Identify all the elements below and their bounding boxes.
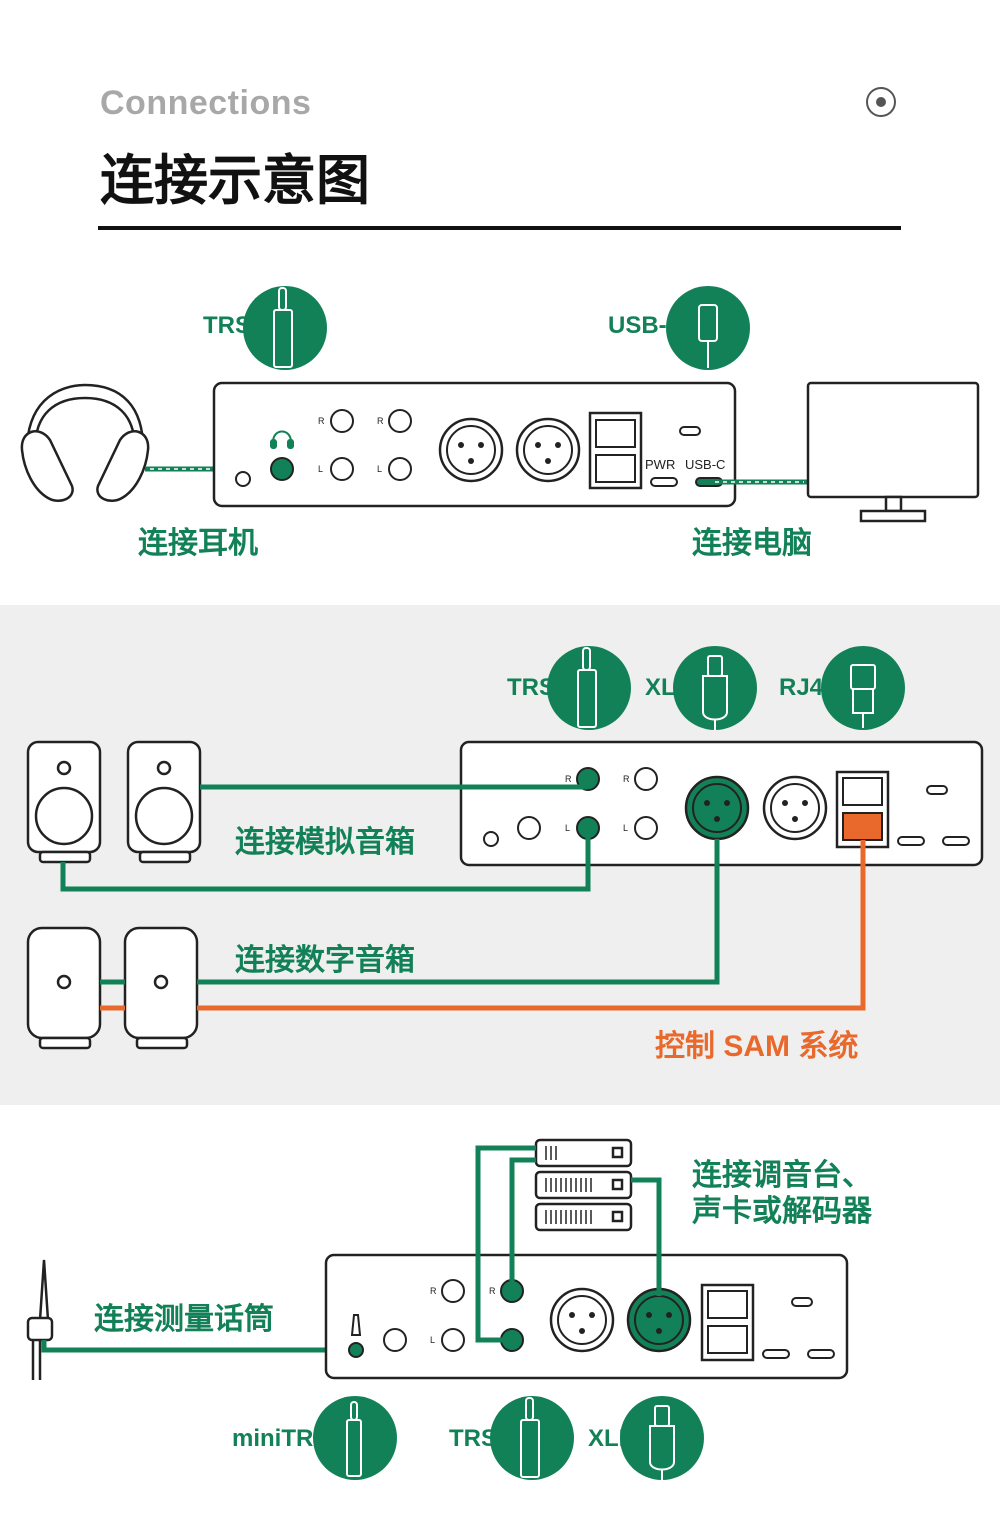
usbc-plug-icon <box>698 304 718 368</box>
analog-cable-l <box>60 828 591 892</box>
xlr-label-3: XLR <box>588 1425 636 1452</box>
svg-text:R: R <box>377 416 384 426</box>
trs-label-3: TRS <box>449 1425 497 1452</box>
measurement-mic-icon <box>26 1259 54 1380</box>
headphone-small-icon <box>270 430 294 449</box>
usbc-panel-label: USB-C <box>685 457 725 472</box>
rj45-plug-icon <box>850 664 876 728</box>
mixer-label-line1: 连接调音台、 <box>692 1159 872 1192</box>
svg-text:L: L <box>565 823 570 833</box>
svg-text:L: L <box>377 464 382 474</box>
panel-jack-labels: R L R L R L R L R L R <box>318 416 630 1345</box>
rj45-label: RJ45 <box>779 674 837 701</box>
rack-device-1 <box>534 1138 633 1168</box>
analog-speaker-left <box>26 740 102 864</box>
page-title: 连接示意图 <box>100 151 370 211</box>
computer-label: 连接电脑 <box>692 527 812 560</box>
xlr-plug-icon <box>702 655 728 730</box>
svg-text:L: L <box>623 823 628 833</box>
svg-text:L: L <box>318 464 323 474</box>
rj45-port-active <box>842 812 883 841</box>
svg-text:L: L <box>430 1335 435 1345</box>
mic-cable <box>41 1340 357 1353</box>
rack-device-3 <box>534 1202 633 1232</box>
minitrs-plug-icon <box>346 1401 362 1477</box>
svg-text:R: R <box>318 416 325 426</box>
xlr-plug-icon <box>649 1405 675 1480</box>
rack-cable-r <box>509 1157 536 1291</box>
mic-label: 连接测量话筒 <box>94 1303 274 1336</box>
analog-speakers-label: 连接模拟音箱 <box>235 826 415 859</box>
trs-plug-icon <box>273 287 293 368</box>
trs-plug-icon <box>577 647 597 728</box>
minitrs-label: miniTRS <box>232 1425 330 1452</box>
title-english: Connections <box>100 84 312 122</box>
svg-text:R: R <box>489 1286 496 1296</box>
title-divider <box>98 226 901 230</box>
trs-label-2: TRS <box>507 674 555 701</box>
xlr-label-2: XLR <box>645 674 693 701</box>
headphones-icon <box>20 383 150 503</box>
svg-text:R: R <box>430 1286 437 1296</box>
pwr-label: PWR <box>645 457 675 472</box>
digital-speaker-left <box>26 926 102 1050</box>
headphones-label: 连接耳机 <box>138 527 258 560</box>
digital-speaker-right <box>123 926 199 1050</box>
headphone-jack <box>270 457 294 481</box>
mixer-label-line2: 声卡或解码器 <box>692 1195 872 1228</box>
trs-plug-icon <box>520 1397 540 1478</box>
sam-rj45-cable <box>197 840 866 1011</box>
mic-input <box>348 1342 364 1358</box>
analog-speaker-right <box>126 740 202 864</box>
svg-text:R: R <box>565 774 572 784</box>
rack-cable-l <box>475 1145 536 1343</box>
rack-device-2 <box>534 1170 633 1200</box>
rack-cable-xlr <box>631 1177 662 1296</box>
panel1-led <box>235 471 251 487</box>
svg-text:R: R <box>623 774 630 784</box>
usbc-label: USB-C <box>608 312 684 339</box>
radio-icon[interactable] <box>866 87 896 117</box>
monitor-icon <box>806 381 980 523</box>
sam-control-label: 控制 SAM 系统 <box>655 1030 859 1063</box>
digital-xlr-cable <box>197 839 720 985</box>
digital-speakers-label: 连接数字音箱 <box>235 944 415 977</box>
trs-label-1: TRS <box>203 312 251 339</box>
